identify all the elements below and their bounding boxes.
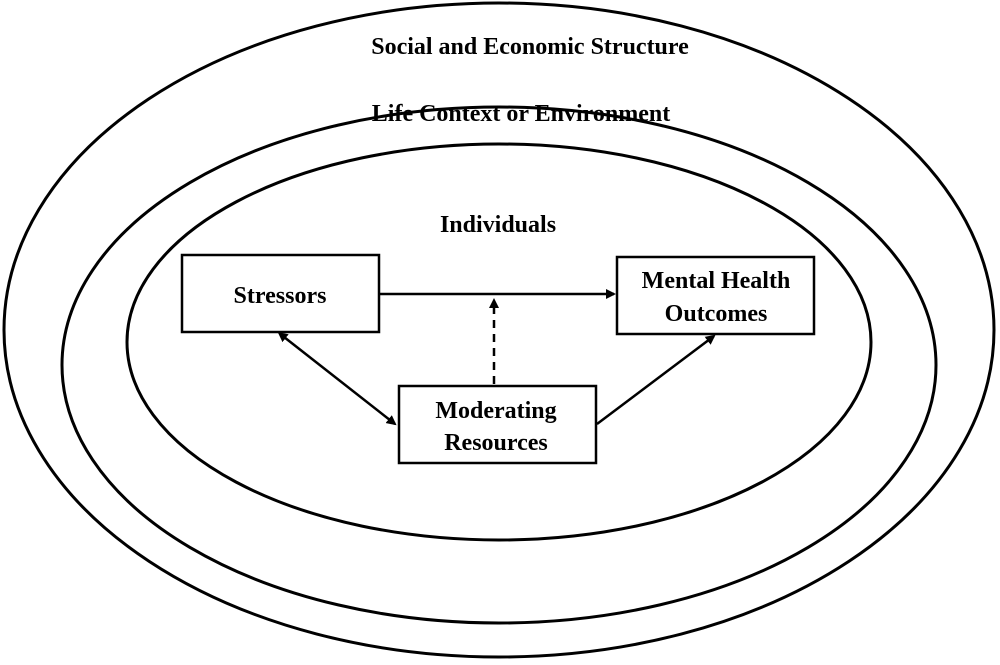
resources-box xyxy=(397,384,598,465)
outcomes-label-line2: Outcomes xyxy=(665,301,768,327)
outer-layer-label: Social and Economic Structure xyxy=(371,34,689,60)
resources-node: Moderating Resources xyxy=(397,384,598,465)
resources-to-outcomes-arrow xyxy=(596,334,716,425)
stressors-box xyxy=(180,253,381,334)
outcomes-label-line1: Mental Health xyxy=(642,268,791,294)
middle-layer-label: Life Context or Environment xyxy=(372,101,670,127)
middle-ellipse xyxy=(60,105,938,625)
inner-layer-label: Individuals xyxy=(440,212,556,238)
resources-label-line1: Moderating xyxy=(435,398,556,424)
stressors-node: Stressors xyxy=(180,253,381,334)
resources-label-line2: Resources xyxy=(444,430,548,456)
inner-ellipse xyxy=(125,142,873,542)
outcomes-node: Mental Health Outcomes xyxy=(615,255,816,336)
outcomes-box xyxy=(615,255,816,336)
stressors-resources-bidirectional-arrow xyxy=(277,332,397,426)
stressors-label: Stressors xyxy=(234,283,327,309)
